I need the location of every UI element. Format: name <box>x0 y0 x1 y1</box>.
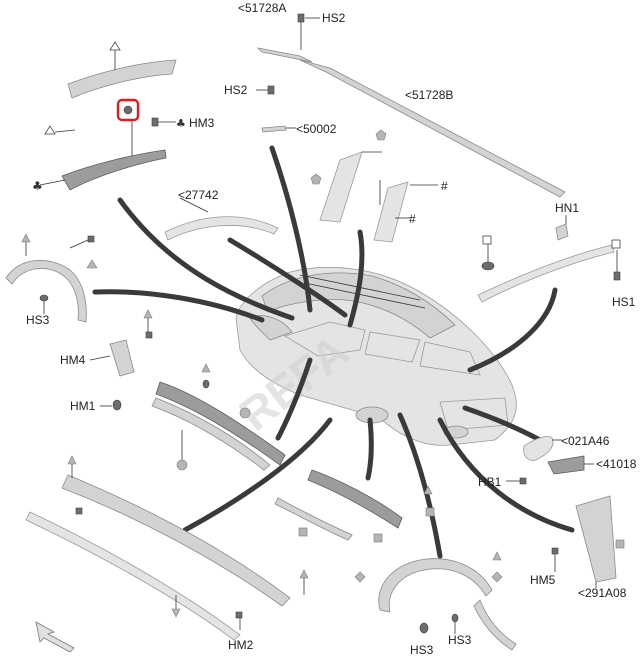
molding-50002 <box>261 125 296 133</box>
triangle-symbol-icon <box>86 259 98 269</box>
triangle-symbol-icon <box>67 455 77 465</box>
circle-symbol-icon <box>239 407 251 419</box>
label-021a46: <021A46 <box>561 434 610 448</box>
label-hm3: HM3 <box>189 116 215 130</box>
arrow-to-50002 <box>269 145 313 313</box>
club-symbol-icon: ♣ <box>32 179 43 193</box>
arrow-to-rear-arch <box>397 412 443 559</box>
callout-arrows <box>92 145 575 559</box>
clip-icon <box>123 105 133 115</box>
arrow-to-rear-cladding <box>365 417 374 481</box>
label-hn1: HN1 <box>555 201 579 215</box>
label-hs3-left: HS3 <box>26 313 50 327</box>
triangle-symbol-icon <box>201 363 211 373</box>
label-50002: <50002 <box>296 122 337 136</box>
roof-molding-51728b <box>299 59 566 198</box>
label-27742: <27742 <box>178 188 219 202</box>
tail-lamp-assembly <box>506 436 594 485</box>
arrow-to-spoiler <box>467 287 558 373</box>
label-hb1: HB1 <box>478 475 502 489</box>
spoiler-molding <box>477 215 621 303</box>
label-hash-1: # <box>441 179 448 193</box>
clip-hs2-mid <box>256 85 275 95</box>
arrow-to-rocker <box>182 417 333 533</box>
label-291a08: <291A08 <box>578 586 627 600</box>
label-hm2: HM2 <box>228 638 254 652</box>
label-hs2-top: HS2 <box>322 11 346 25</box>
pentagon-symbol-icon <box>375 129 387 141</box>
square-symbol-icon <box>482 235 492 245</box>
b-pillar-appliques <box>310 129 438 243</box>
molding-27742 <box>164 197 279 241</box>
label-hs3-bottom-right: HS3 <box>448 633 472 647</box>
clip-hs2-top <box>297 13 320 50</box>
label-hm4: HM4 <box>60 353 86 367</box>
front-wheel-arch <box>5 233 98 323</box>
triangle-symbol-icon <box>171 608 181 618</box>
club-symbol-icon: ♣ <box>176 117 186 130</box>
arrow-to-lamp <box>462 405 543 443</box>
square-symbol-icon <box>298 527 308 537</box>
rear-wheel-arch <box>354 551 517 651</box>
label-51728a: <51728A <box>238 1 286 15</box>
pentagon-symbol-icon <box>310 173 322 185</box>
label-41018: <41018 <box>596 457 637 471</box>
front-door-cladding <box>151 363 286 471</box>
diamond-symbol-icon <box>491 571 503 583</box>
diamond-symbol-icon <box>354 571 366 583</box>
front-fender-bracket <box>89 309 153 411</box>
d-pillar-applique-291a08 <box>551 495 625 588</box>
triangle-symbol-icon <box>492 551 502 561</box>
triangle-symbol-icon <box>109 41 121 51</box>
label-hm1: HM1 <box>70 399 96 413</box>
triangle-symbol-icon <box>423 485 433 495</box>
label-hs3-bottom-left: HS3 <box>410 643 434 657</box>
square-symbol-icon <box>615 539 625 549</box>
label-hm5: HM5 <box>530 573 556 587</box>
label-hash-2: # <box>409 212 416 226</box>
arrow-to-27742 <box>227 237 348 318</box>
label-hs1: HS1 <box>612 295 636 309</box>
arrow-to-front-arch <box>92 289 265 323</box>
arrow-to-front-cladding <box>275 357 313 441</box>
square-symbol-icon <box>425 507 435 517</box>
label-hs2-mid: HS2 <box>224 83 248 97</box>
front-direction-arrow-icon <box>35 621 75 653</box>
circle-symbol-icon <box>176 459 188 471</box>
rear-door-cladding <box>274 469 435 543</box>
rocker-panel <box>25 455 309 641</box>
arrow-to-291a08 <box>437 417 575 533</box>
arrow-to-b-pillar <box>347 229 365 328</box>
triangle-symbol-icon <box>299 569 309 579</box>
triangle-symbol-icon <box>21 233 31 243</box>
label-51728b: <51728B <box>405 88 453 102</box>
triangle-symbol-icon <box>143 309 153 319</box>
arrow-to-a-pillar <box>117 197 295 321</box>
square-symbol-icon <box>611 239 621 249</box>
square-symbol-icon <box>373 533 383 543</box>
highlight-box[interactable] <box>116 98 140 122</box>
a-pillar-trim <box>39 48 177 191</box>
triangle-symbol-icon <box>44 125 56 135</box>
roof-molding-51728a <box>256 47 313 63</box>
